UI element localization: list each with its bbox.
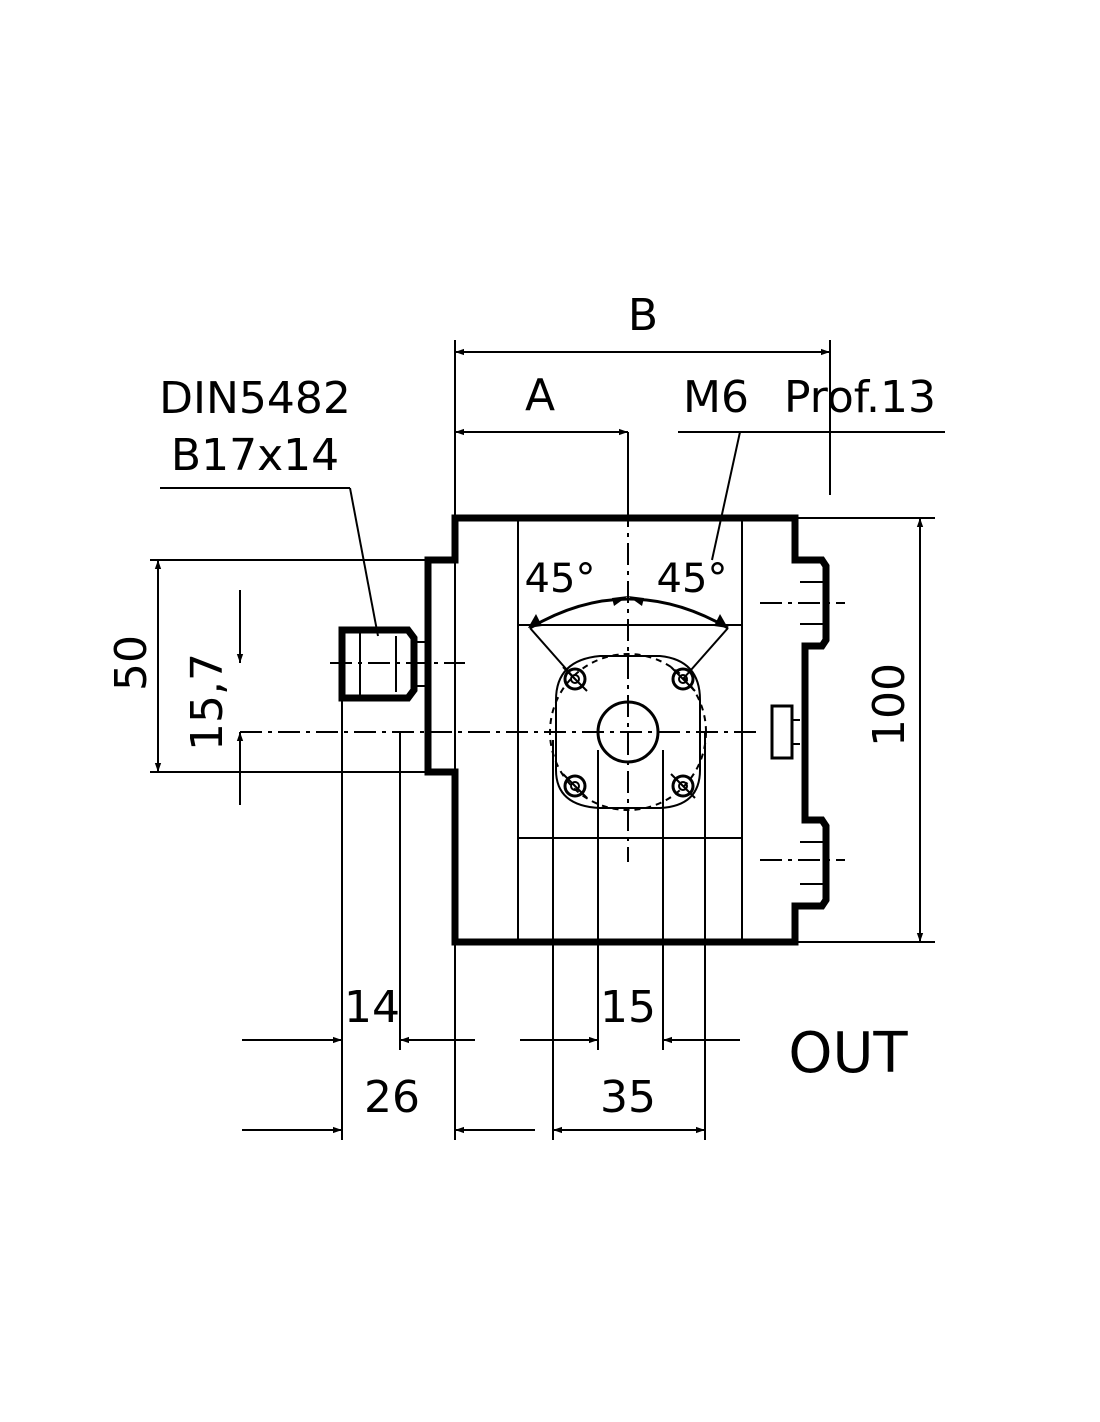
dimension-right <box>795 518 935 943</box>
label-angle-left: 45° <box>525 556 596 602</box>
label-dim-35: 35 <box>600 1072 656 1123</box>
label-m6: M6 <box>683 372 749 423</box>
label-b: B <box>628 290 658 341</box>
label-angle-right: 45° <box>657 556 728 602</box>
body-outline <box>424 514 830 946</box>
dimension-left <box>150 559 428 805</box>
label-din-1: DIN5482 <box>159 373 351 424</box>
label-dim-15-7: 15,7 <box>182 653 233 751</box>
dimension-bottom <box>242 698 740 1140</box>
label-out: OUT <box>788 1021 908 1086</box>
side-bosses <box>770 581 826 885</box>
bolt-holes <box>562 666 696 799</box>
label-dim-50: 50 <box>106 635 157 691</box>
label-din-2: B17x14 <box>171 430 339 481</box>
label-dim-15: 15 <box>600 982 656 1033</box>
label-dim-26: 26 <box>364 1072 420 1123</box>
pump-body <box>424 514 830 946</box>
center-lines <box>240 505 845 862</box>
label-dim-100: 100 <box>864 663 915 747</box>
label-dim-14: 14 <box>344 982 400 1033</box>
label-prof: Prof.13 <box>784 372 936 423</box>
dimension-top <box>160 340 945 637</box>
label-a: A <box>525 370 555 421</box>
